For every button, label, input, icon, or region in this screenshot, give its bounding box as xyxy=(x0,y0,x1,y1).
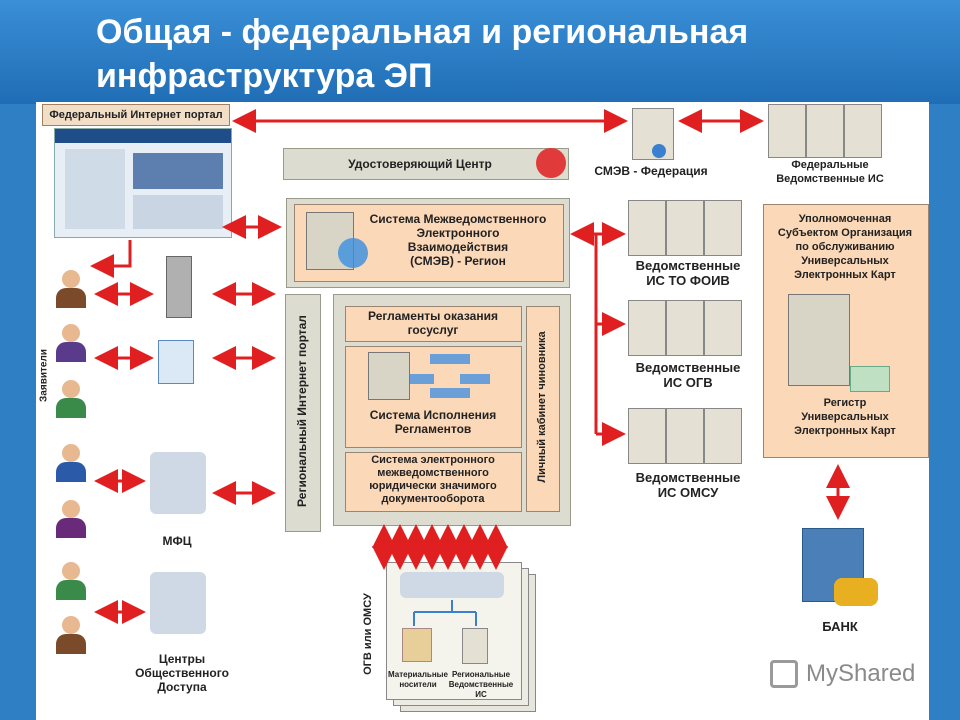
flowchart-icon xyxy=(400,352,510,400)
applicant-icon xyxy=(56,270,86,310)
mfc-label: МФЦ xyxy=(162,534,192,548)
people-icon xyxy=(400,572,504,598)
applicant-icon xyxy=(56,616,86,656)
public-access-label: Центры Общественного Доступа xyxy=(135,652,229,694)
server-icon xyxy=(788,294,850,386)
reglaments-label: Регламенты оказания госуслуг xyxy=(368,309,498,337)
documents-icon xyxy=(402,628,432,662)
server-cluster-icon xyxy=(628,300,744,356)
globe-icon xyxy=(652,144,666,158)
edo-box xyxy=(345,452,522,512)
regional-is-label: Региональные Ведомственные ИС xyxy=(448,670,514,699)
server-cluster-icon xyxy=(768,104,884,158)
server-cluster-icon xyxy=(628,200,744,256)
card-icon xyxy=(850,366,890,392)
arrow xyxy=(90,240,132,278)
is-omsu-label: Ведомственные ИС ОМСУ xyxy=(635,470,741,500)
bank-label: БАНК xyxy=(822,619,858,634)
federal-is-label: Федеральные Ведомственные ИС xyxy=(776,159,884,185)
applicant-icon xyxy=(56,500,86,540)
material-media-label: Материальные носители xyxy=(388,670,448,689)
reglaments-box xyxy=(345,306,522,342)
smev-region-label: Система Межведомственного Электронного В… xyxy=(369,212,547,268)
seal-icon xyxy=(536,148,566,178)
watermark: MyShared xyxy=(806,660,916,687)
network-icon xyxy=(338,238,368,268)
cert-center-box xyxy=(283,148,569,180)
execution-system-label: Система Исполнения Регламентов xyxy=(369,408,497,436)
applicant-icon xyxy=(56,444,86,484)
server-cluster-icon xyxy=(628,408,744,464)
kiosk-icon xyxy=(166,256,192,318)
is-ogv-label: Ведомственные ИС ОГВ xyxy=(635,360,741,390)
server-icon xyxy=(368,352,410,400)
federal-portal-label: Федеральный Интернет портал xyxy=(42,104,230,126)
applicant-icon xyxy=(56,562,86,602)
card-registry-label: Регистр Универсальных Электронных Карт xyxy=(794,397,896,437)
is-foiv-label: Ведомственные ИС ТО ФОИВ xyxy=(635,258,741,288)
public-access-people-icon xyxy=(150,572,206,634)
smev-federation-label: СМЭВ - Федерация xyxy=(594,164,708,178)
mfc-people-icon xyxy=(150,452,206,514)
watermark-logo-icon xyxy=(770,660,798,688)
applicant-icon xyxy=(56,380,86,420)
edo-system-label: Система электронного межведомственного ю… xyxy=(369,454,497,505)
certificate-icon xyxy=(158,340,194,384)
regional-portal-box xyxy=(285,294,321,532)
cert-center-label: Удостоверяющий Центр xyxy=(348,157,492,171)
slide-title: Общая - федеральная и региональная инфра… xyxy=(96,13,749,95)
cabinet-box xyxy=(526,306,560,512)
server-icon xyxy=(462,628,488,664)
applicant-icon xyxy=(56,324,86,364)
header-bar xyxy=(0,0,960,104)
coins-icon xyxy=(834,578,878,606)
authorized-org-label: Уполномоченная Субъектом Организация по … xyxy=(777,213,913,281)
portal-screenshot xyxy=(54,128,232,238)
